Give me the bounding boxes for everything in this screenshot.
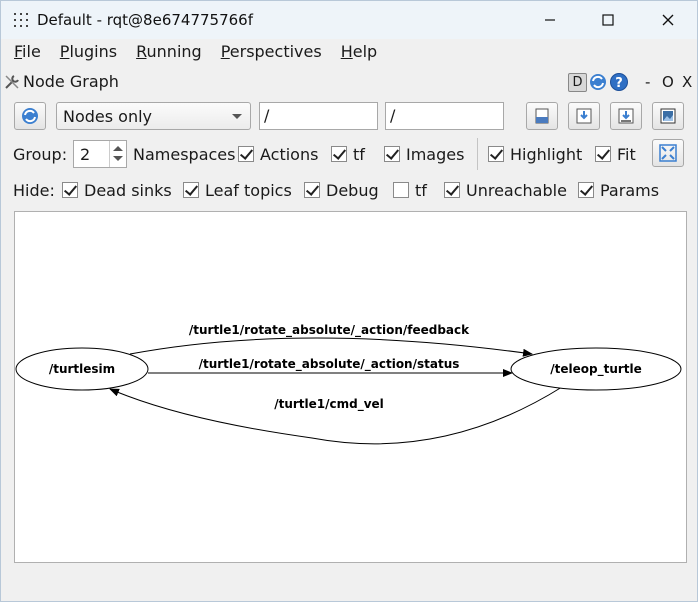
node-turtlesim[interactable]: [15, 347, 149, 391]
tf-group-label: tf: [353, 145, 365, 164]
refresh-graph-button[interactable]: [14, 102, 46, 130]
save-dot-button[interactable]: [568, 102, 600, 130]
close-icon: [662, 14, 674, 26]
group-spinbox[interactable]: 2: [73, 140, 127, 168]
leaf-topics-checkbox[interactable]: [183, 182, 199, 198]
graph-mode-value: Nodes only: [63, 107, 153, 126]
hide-tf-label: tf: [415, 181, 427, 200]
save-image-button[interactable]: [652, 102, 684, 130]
actions-checkbox[interactable]: [238, 146, 254, 162]
images-label: Images: [406, 145, 465, 164]
edge-label-status[interactable]: /turtle1/rotate_absolute/_action/status: [199, 357, 460, 372]
menu-plugins[interactable]: Plugins: [59, 42, 118, 61]
app-grid-icon: [14, 13, 28, 27]
hide-tf-checkbox[interactable]: [393, 182, 409, 198]
dock-d-button[interactable]: D: [568, 73, 587, 92]
menu-help[interactable]: Help: [340, 42, 378, 61]
fit-in-view-button[interactable]: [652, 139, 684, 167]
edge-feedback[interactable]: [129, 337, 533, 357]
group-value: 2: [80, 145, 91, 164]
dead-sinks-label: Dead sinks: [84, 181, 172, 200]
maximize-window-button[interactable]: [591, 7, 625, 33]
namespace-filter-input[interactable]: /: [259, 102, 378, 130]
menu-file[interactable]: File: [14, 42, 41, 61]
highlight-checkbox[interactable]: [488, 146, 504, 162]
menu-running[interactable]: Running: [136, 42, 202, 61]
spin-buttons[interactable]: [109, 141, 126, 167]
group-label: Group:: [13, 145, 68, 164]
svg-text:?: ?: [615, 76, 623, 91]
topic-filter-input[interactable]: /: [385, 102, 504, 130]
spin-down-icon[interactable]: [113, 156, 123, 161]
dock-minimize-button[interactable]: -: [645, 73, 651, 91]
edge-cmd-vel[interactable]: [109, 386, 563, 445]
node-label-turtlesim: /turtlesim: [49, 362, 115, 376]
menu-perspectives[interactable]: Perspectives: [220, 42, 322, 61]
hide-label: Hide:: [13, 181, 55, 200]
close-window-button[interactable]: [651, 7, 685, 33]
maximize-icon: [602, 14, 614, 26]
images-checkbox[interactable]: [384, 146, 400, 162]
save-dot-icon: [576, 108, 592, 124]
params-checkbox[interactable]: [578, 182, 594, 198]
image-icon: [660, 108, 676, 124]
graph-mode-select[interactable]: Nodes only: [56, 102, 251, 130]
graph-svg[interactable]: /turtle1/rotate_absolute/_action/feedbac…: [15, 212, 686, 562]
fit-label: Fit: [617, 145, 636, 164]
actions-label: Actions: [260, 145, 319, 164]
fit-checkbox[interactable]: [595, 146, 611, 162]
window-title: Default - rqt@8e674775766f: [37, 11, 254, 29]
dock-float-button[interactable]: O: [662, 73, 674, 91]
save-svg-button[interactable]: [610, 102, 642, 130]
toolbar-separator: [477, 138, 478, 170]
tf-group-checkbox[interactable]: [331, 146, 347, 162]
reload-plugin-icon[interactable]: [588, 72, 608, 92]
leaf-topics-label: Leaf topics: [205, 181, 292, 200]
zoom-fit-icon: [659, 144, 677, 162]
graph-canvas[interactable]: /turtle1/rotate_absolute/_action/feedbac…: [14, 211, 687, 563]
dead-sinks-checkbox[interactable]: [62, 182, 78, 198]
dock-close-button[interactable]: X: [682, 73, 693, 91]
debug-checkbox[interactable]: [304, 182, 320, 198]
namespaces-label: Namespaces: [133, 145, 236, 164]
unreachable-checkbox[interactable]: [444, 182, 460, 198]
refresh-icon: [22, 108, 38, 124]
dock-title: Node Graph: [23, 72, 119, 91]
unreachable-label: Unreachable: [466, 181, 567, 200]
minimize-window-button[interactable]: [533, 7, 567, 33]
menu-bar: File Plugins Running Perspectives Help: [1, 39, 697, 65]
node-label-teleop-turtle: /teleop_turtle: [550, 362, 642, 377]
dock-header: Node Graph D ? - O X: [1, 69, 697, 95]
load-dot-button[interactable]: [526, 102, 558, 130]
edge-label-cmd-vel[interactable]: /turtle1/cmd_vel: [274, 397, 384, 412]
title-bar[interactable]: Default - rqt@8e674775766f: [1, 1, 697, 39]
debug-label: Debug: [326, 181, 379, 200]
spin-up-icon[interactable]: [113, 146, 123, 151]
params-label: Params: [600, 181, 660, 200]
chevron-down-icon: [232, 114, 242, 119]
edge-label-feedback[interactable]: /turtle1/rotate_absolute/_action/feedbac…: [189, 323, 470, 338]
document-open-icon: [535, 108, 549, 124]
node-teleop-turtle[interactable]: [510, 347, 682, 391]
highlight-label: Highlight: [510, 145, 583, 164]
save-svg-icon: [618, 108, 634, 124]
help-icon[interactable]: ?: [609, 72, 629, 92]
wrench-icon: [5, 75, 19, 89]
minimize-icon: [545, 19, 555, 21]
